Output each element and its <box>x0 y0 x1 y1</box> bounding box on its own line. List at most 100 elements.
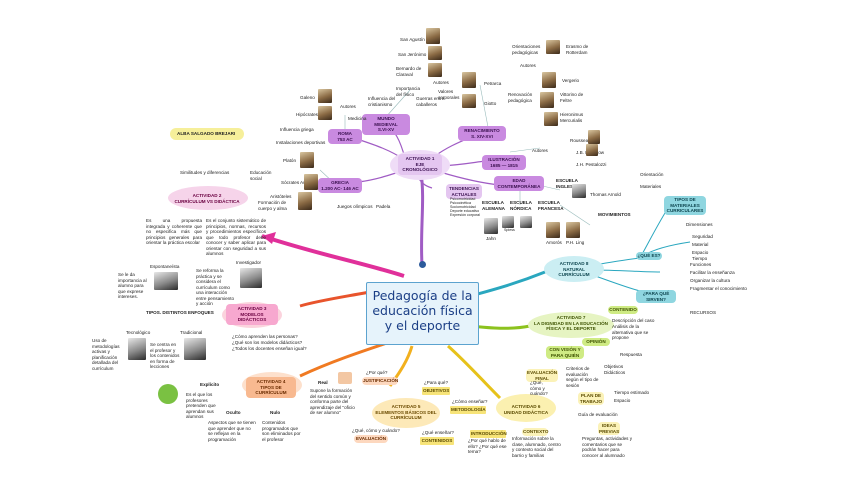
act7-blob <box>528 312 614 338</box>
act6-blob <box>496 394 556 422</box>
tendencias-item: Sociomotricidad <box>450 205 476 209</box>
real-label: Real <box>318 380 328 385</box>
respuesta-label: Respuesta <box>620 352 642 357</box>
q-para-que: ¿Para qué? <box>424 380 449 385</box>
escuela-alemana: ESCUELA ALEMANA <box>482 200 505 211</box>
stickman-icon <box>338 372 352 384</box>
medieval-box: MUNDO MEDIEVAL S.VI-XV <box>362 114 410 136</box>
recursos-label: RECURSOS <box>690 310 717 315</box>
aristoteles-label: Aristóteles <box>270 194 292 199</box>
petrarca-label: Petrarca <box>484 81 502 86</box>
amoros-portrait <box>546 222 560 238</box>
jahn-label: Jahn <box>486 236 496 241</box>
tecnologico-text: Uso de metodologías activas y planificac… <box>92 338 120 371</box>
ling2-portrait <box>566 222 580 238</box>
erasmo-portrait <box>546 40 560 54</box>
arnold-portrait <box>572 184 586 198</box>
que-es-tag: ¿QUÉ ES? <box>636 252 662 260</box>
explicito-label: Explícito <box>200 382 220 387</box>
act6-header: ACTIVIDAD 6 UNIDAD DIDÁCTICA <box>503 404 549 415</box>
ling-label: P.H. Ling <box>566 240 585 245</box>
central-title: Pedagogía de la educación física y el de… <box>366 282 479 345</box>
spiess-label: Spiess <box>504 228 515 232</box>
formacion-label: Formación de cuerpo y alma <box>258 200 287 211</box>
contenido-item: Descripción del caso <box>612 318 655 323</box>
renac-valores: Valores corporales <box>438 89 460 100</box>
galeno-portrait <box>318 89 332 103</box>
tendencias-item: Psicocinética <box>450 201 471 205</box>
roma-medicina: Medicina <box>348 116 367 121</box>
tipos-enfoques: TIPOS. DISTINTOS ENFOQUES <box>146 310 214 315</box>
item-fragmentar: Fragmentar el conocimiento <box>690 286 747 291</box>
medieval-influencia: Influencia del cristianismo <box>368 96 396 107</box>
funciones-label: Funciones <box>690 262 712 267</box>
para-que-tag: ¿PARA QUÉ SIRVEN? <box>636 290 676 304</box>
oculto-text: Aspectos que se tienen que aprender que … <box>208 420 256 442</box>
investigador-image <box>240 268 262 288</box>
basedow-portrait <box>586 144 598 156</box>
movimientos-label: MOVIMIENTOS <box>598 212 631 217</box>
pregunta-modelos: ¿Cómo aprenden las personas? <box>232 334 298 339</box>
title-line-3: y el deporte <box>384 318 461 333</box>
opinion-tag: OPINIÓN <box>582 338 610 346</box>
vergerio-portrait <box>542 72 556 88</box>
grecia-box: GRECIA 1.200 AC- 146 AC <box>318 178 362 194</box>
pregunta-modelos: ¿Todos los docentes enseñan igual? <box>232 346 307 351</box>
act5-header: ACTIVIDAD 5 ELEMENTOS BÁSICOS DEL CURRÍC… <box>375 404 437 421</box>
amoros-label: Amorós <box>546 240 562 245</box>
erasmo-label: Erasmo de Rotterdam <box>566 44 589 55</box>
q-que-ensenar: ¿Qué enseñar? <box>422 430 454 435</box>
ilustracion-box: ILUSTRACIÓN 1685 — 1815 <box>482 155 526 171</box>
socrates-label: Sócrates <box>281 180 300 185</box>
q-por-que: ¿Por qué? <box>366 370 388 375</box>
act5-blob <box>372 398 440 428</box>
jeronimo-portrait <box>428 46 442 60</box>
tendencias-item: Psicomotricidad <box>450 197 476 201</box>
evaluacion-tag: EVALUACIÓN <box>354 435 388 443</box>
hipocrates-label: Hipócrates <box>296 112 318 117</box>
act1-header: ACTIVIDAD 1 EJE CRONOLÓGICO <box>398 154 442 176</box>
item-material: Material <box>692 242 709 247</box>
aristoteles-portrait <box>298 192 312 210</box>
renacimiento-box: RENACIMIENTO S. XIV-XVI <box>458 126 506 142</box>
dimensiones-label: Dimensiones <box>686 222 713 227</box>
act2-header: ACTIVIDAD 2 CURRÍCULUM VS DIDÁCTICA <box>174 193 240 204</box>
contemporanea-box: EDAD CONTEMPORÁNEA <box>494 176 544 192</box>
espontaneista-label: Espontaneísta <box>150 264 180 269</box>
petrarca-portrait <box>462 72 476 88</box>
tendencias-item: Expresión corporal <box>450 213 480 217</box>
metodologia-tag: METODOLOGÍA <box>450 406 486 414</box>
roma-autores: Autores <box>340 104 356 109</box>
edu-social-label: Educación social <box>250 170 272 181</box>
title-line-1: Pedagogía de la <box>372 288 473 303</box>
pestalozzi-label: J.H. Pestalozzi <box>576 162 607 167</box>
item-facilitar: Facilitar la enseñanza <box>690 270 735 275</box>
medieval-importancia: Importancia del físico <box>396 86 421 97</box>
roma-instalaciones: Instalaciones deportivas <box>276 140 326 145</box>
tendencias-item: Deporte educativo <box>450 209 480 213</box>
giotto-label: Giotto <box>484 101 497 106</box>
jeronimo-label: San Jerónimo <box>398 52 427 57</box>
medieval-guerras: Guerras entre caballeros <box>416 96 445 107</box>
ideas-previas-text: Preguntas, actividades y comentarios que… <box>582 436 633 458</box>
contexto-text: Información sobre la clase, alumnado, ce… <box>512 436 561 458</box>
tradicional-text: Se centra en el profesor y los contenido… <box>150 342 180 369</box>
introduccion-question: ¿Por qué hablo de ello? ¿Por qué ese tem… <box>468 438 507 454</box>
curriculum-definition: Es una propuesta integrada y coherente q… <box>146 218 202 245</box>
roma-influencia: Influencia griega <box>280 127 314 132</box>
real-text: Supone la formación del sentido común y … <box>310 388 355 415</box>
espontaneista-text: Se le da importancia al alumno para que … <box>118 272 147 299</box>
nulo-text: Contenidos programados que son eliminado… <box>262 420 301 442</box>
pin-icon <box>419 261 426 268</box>
bernardo-label: Bernardo de Claraval <box>396 66 422 77</box>
bernardo-portrait <box>428 63 442 77</box>
renac-autores: Autores <box>520 63 536 68</box>
objetivos-didacticos: Objetivos Didácticos <box>604 364 626 375</box>
mercurialis-label: Hieronimus Mercurialis <box>560 112 584 123</box>
act3-header: ACTIVIDAD 3 MODELOS DIDÁCTICOS <box>226 304 278 326</box>
eval-question: ¿Qué, cómo y cuándo? <box>530 380 548 396</box>
hipocrates-portrait <box>318 106 332 120</box>
act4-header: ACTIVIDAD 4 TIPOS DE CURRÍCULUM <box>246 377 296 399</box>
platon-label: Platón <box>283 158 297 163</box>
renac-renovacion: Renovación pedagógica <box>508 92 533 103</box>
